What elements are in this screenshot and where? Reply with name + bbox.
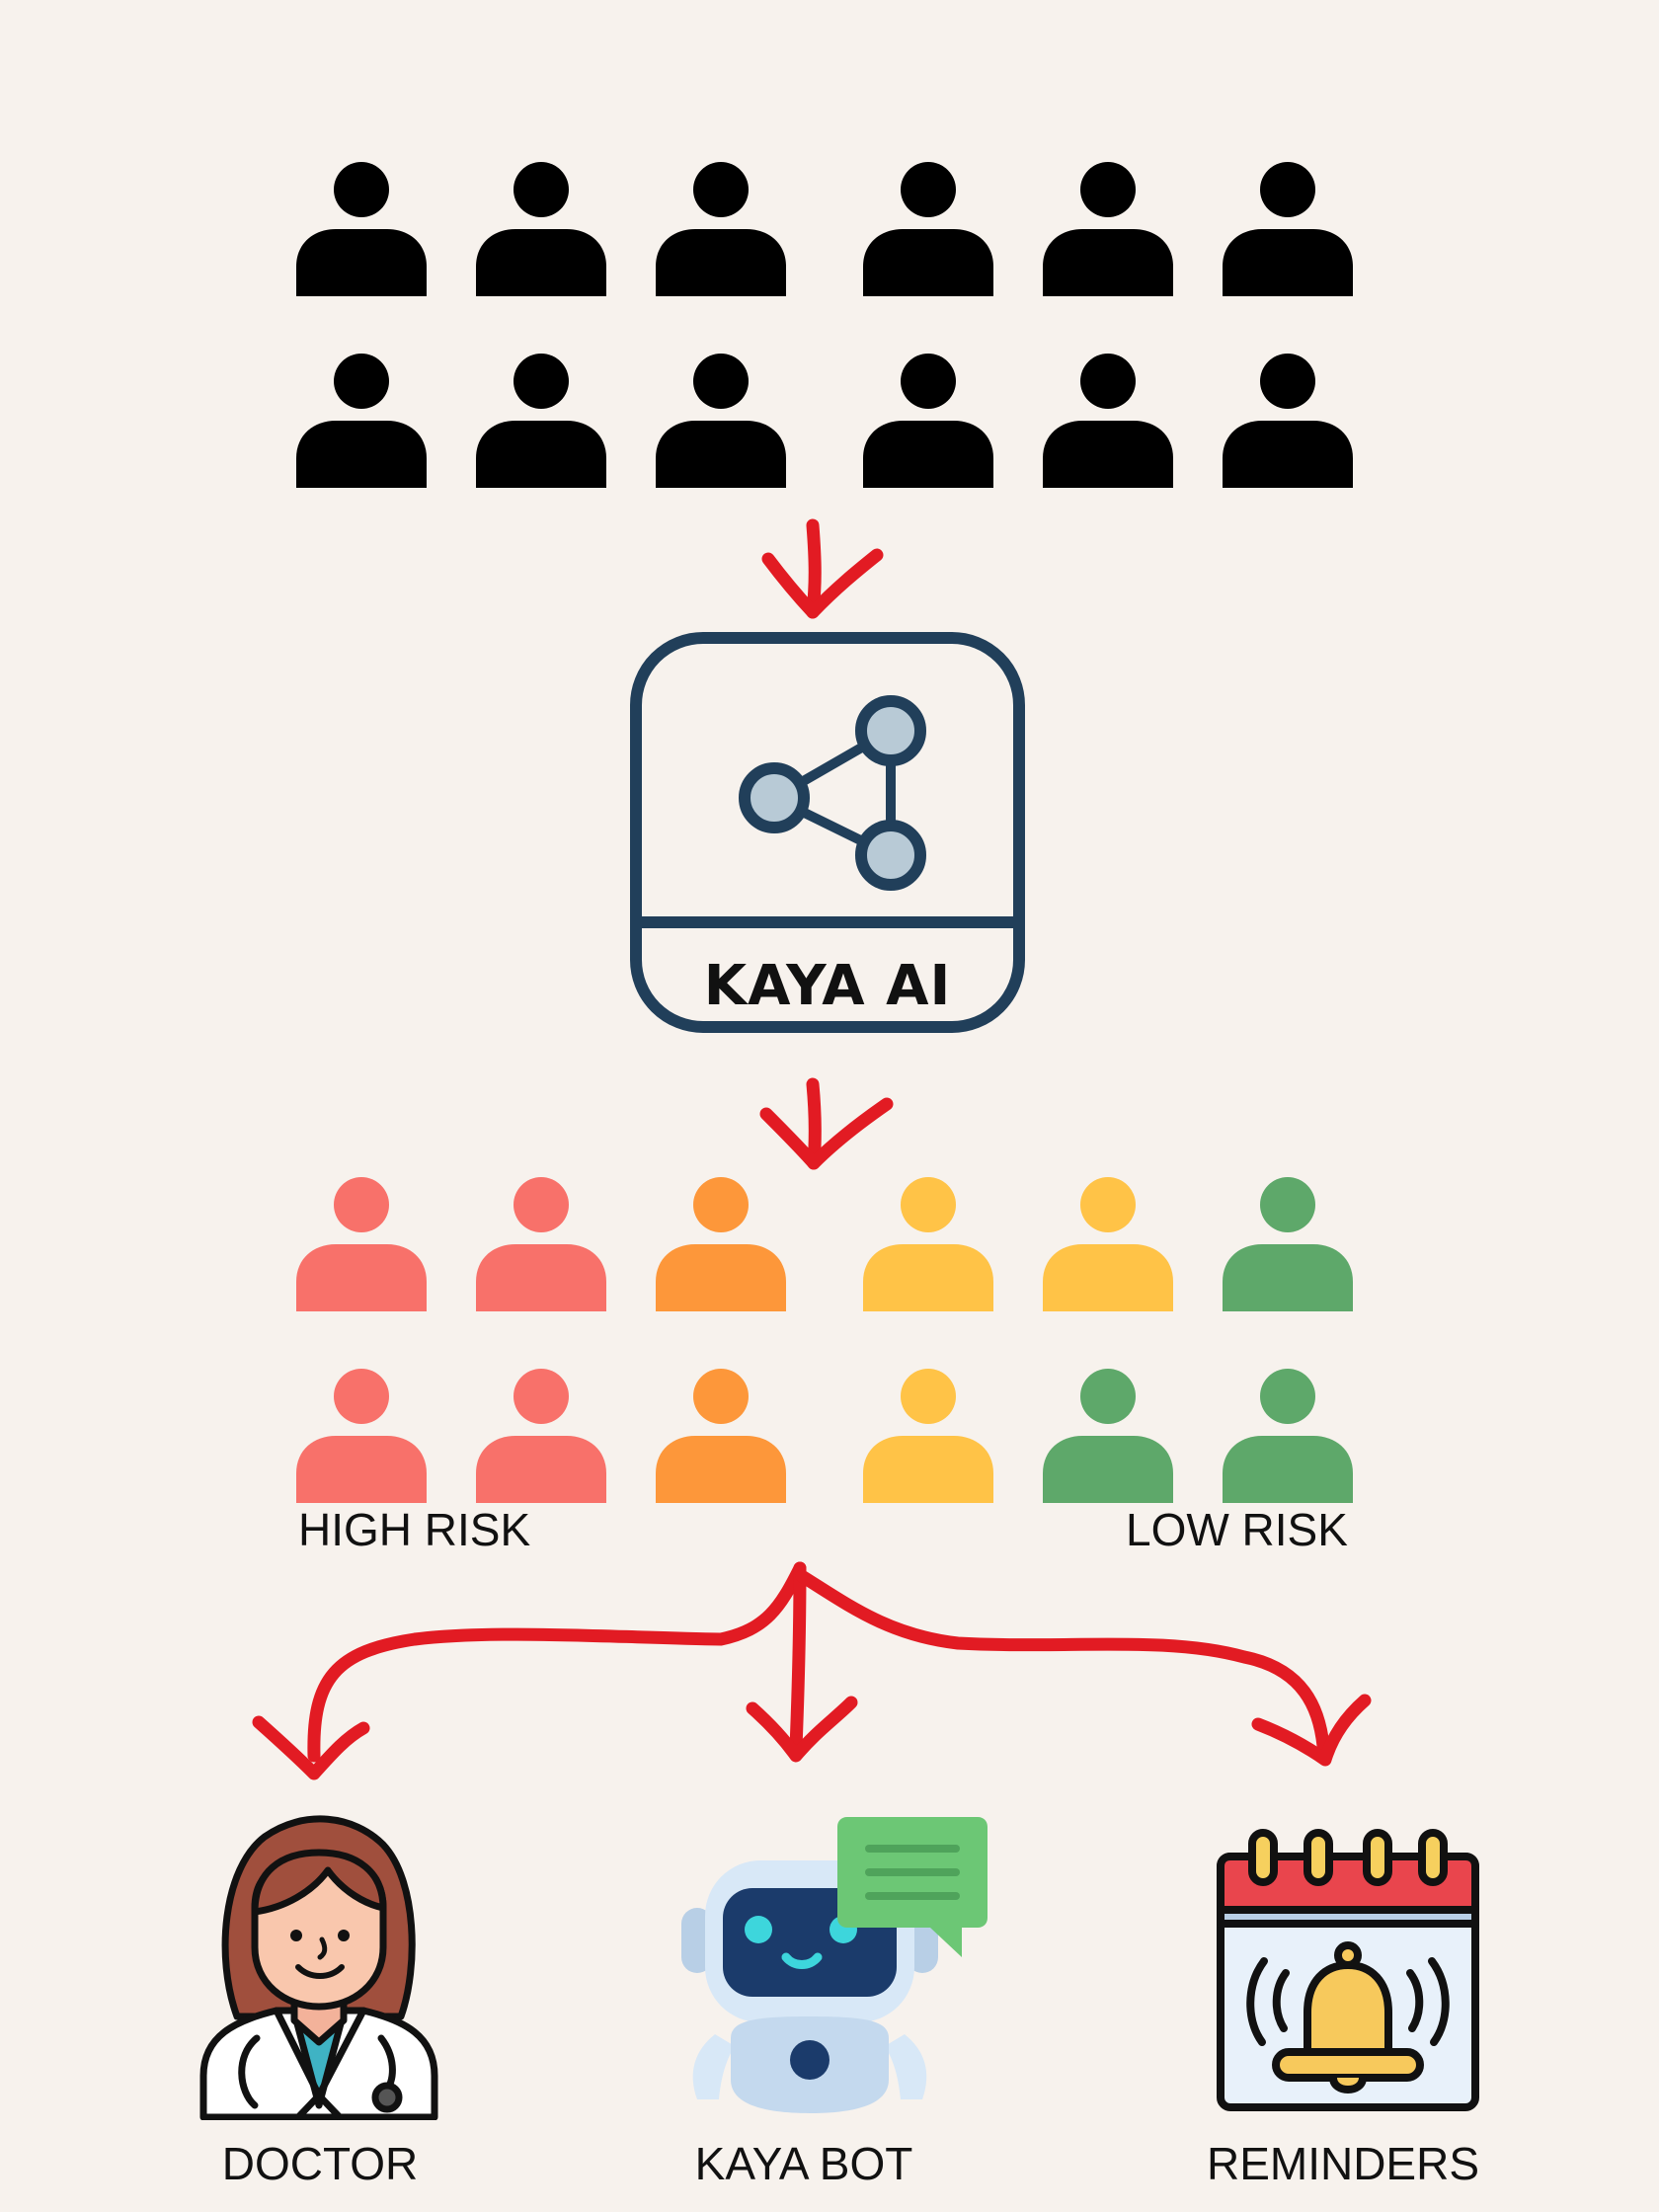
branch-left-head [252,1715,370,1780]
patient-person-icon [1223,162,1353,296]
risk-patient-person-icon [863,1177,993,1311]
arrow-2-head [759,1097,894,1170]
risk-patient-person-icon [1043,1177,1173,1311]
kaya-ai-box: KAYA AI [630,632,1025,1033]
risk-patient-person-icon [1223,1177,1353,1311]
kaya-bot-label: KAYA BOT [694,2138,913,2189]
patient-person-icon [1043,354,1173,488]
high-risk-label: HIGH RISK [298,1504,531,1555]
branch-left-arrow [307,1561,807,1763]
patient-person-icon [1043,162,1173,296]
risk-patient-person-icon [296,1177,427,1311]
kaya-box-divider [642,916,1013,928]
risk-patient-person-icon [296,1369,427,1503]
patient-person-icon [863,354,993,488]
patient-person-icon [476,162,606,296]
low-risk-label: LOW RISK [1126,1504,1348,1555]
kaya-ai-label: KAYA AI [703,954,952,1018]
branch-right-arrow [795,1569,1330,1753]
doctor-label: DOCTOR [221,2138,419,2189]
branch-middle-arrow [789,1561,807,1755]
patient-person-icon [296,162,427,296]
reminders-label: REMINDERS [1206,2138,1480,2189]
risk-patient-person-icon [1223,1369,1353,1503]
risk-patient-person-icon [656,1177,786,1311]
arrow-1-head [761,548,884,619]
risk-patient-person-icon [476,1369,606,1503]
calendar-bell-icon [1217,1829,1479,2111]
chat-robot-icon [681,1817,988,2113]
branch-middle-head [746,1696,858,1763]
patient-person-icon [656,354,786,488]
risk-patient-person-icon [1043,1369,1173,1503]
doctor-icon [199,1815,438,2120]
risk-patient-person-icon [656,1369,786,1503]
branch-right-head [1251,1694,1372,1767]
patient-person-icon [656,162,786,296]
patient-person-icon [476,354,606,488]
patient-person-icon [1223,354,1353,488]
patient-person-icon [296,354,427,488]
share-network-icon [739,695,926,891]
patient-person-icon [863,162,993,296]
risk-patient-person-icon [476,1177,606,1311]
risk-patient-person-icon [863,1369,993,1503]
